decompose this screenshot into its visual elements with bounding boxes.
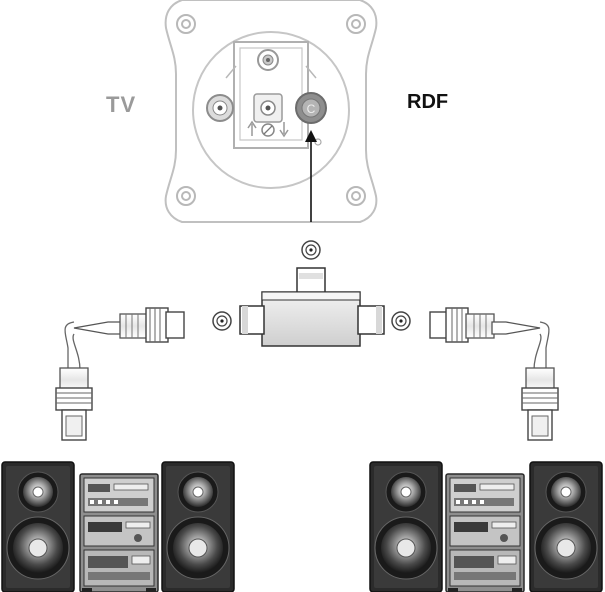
coax-end-top xyxy=(301,240,321,260)
tv-label: TV xyxy=(106,92,137,117)
left-stereo-system xyxy=(1,461,235,592)
connection-arrow xyxy=(305,130,317,222)
socket-c-label: C xyxy=(307,102,316,116)
speaker-icon xyxy=(1,461,75,592)
coax-end-right xyxy=(391,311,411,331)
coax-end-left xyxy=(212,311,232,331)
rdf-label: RDF xyxy=(407,91,449,113)
stereo-unit-icon xyxy=(445,473,525,592)
speaker-icon xyxy=(369,461,443,592)
splitter-icon xyxy=(239,267,385,347)
middle-jack xyxy=(253,93,283,123)
right-stereo-system xyxy=(369,461,603,592)
arrow-up-icon xyxy=(247,120,257,136)
right-cable xyxy=(429,307,559,441)
speaker-icon xyxy=(161,461,235,592)
stereo-unit-icon xyxy=(79,473,159,592)
left-cable xyxy=(55,307,185,441)
screw-icon xyxy=(261,123,275,137)
tv-jack xyxy=(206,94,234,122)
speaker-icon xyxy=(529,461,603,592)
rdf-jack: C xyxy=(295,92,327,124)
arrow-down-icon xyxy=(279,122,289,138)
wall-socket-icon xyxy=(164,0,378,223)
